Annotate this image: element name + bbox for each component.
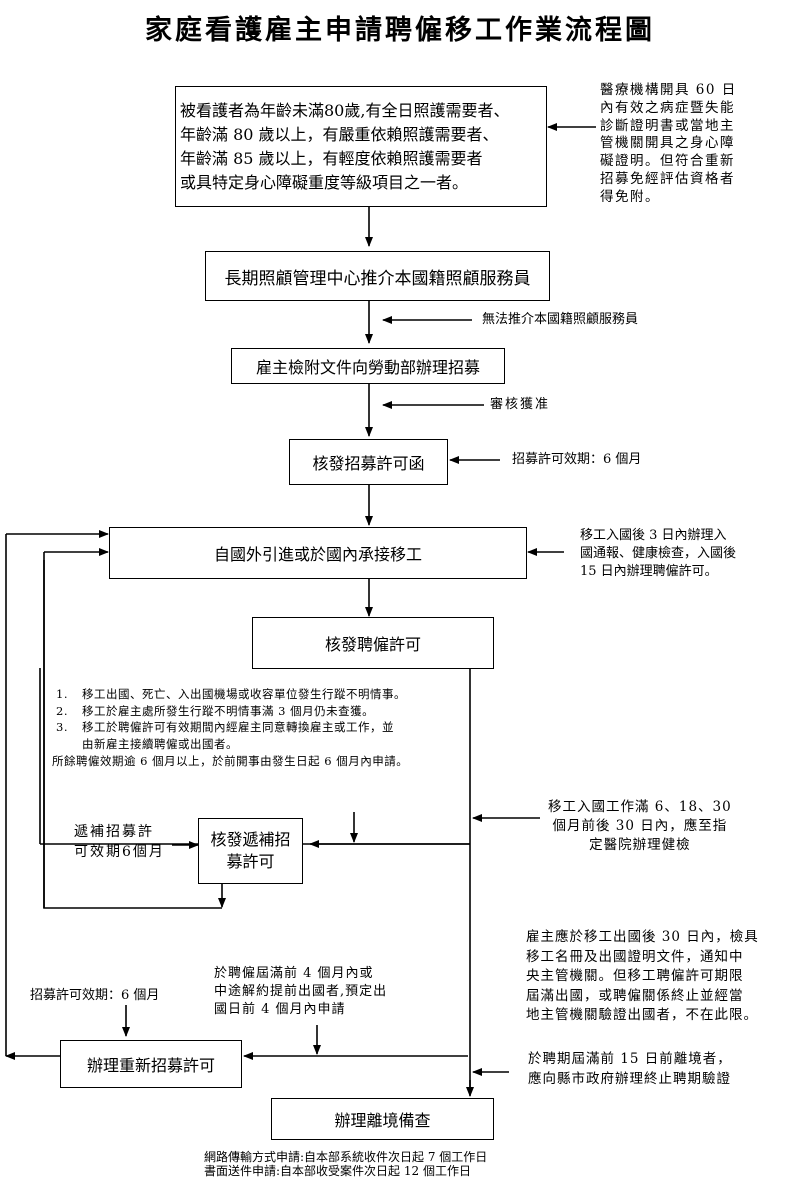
text-line: 應向縣市政府辦理終止聘期驗證 [528,1070,731,1087]
text-line: 被看護者為年齡未滿80歲,有全日照護需要者、 [180,100,510,120]
note-health-check: 移工入國工作滿 6、18、30 個月前後 30 日內，應至指 定醫院辦理健檢 [548,798,732,855]
text-line: 核發招募許可函 [312,454,425,473]
text-line: 屆滿出國，或聘僱關係終止並經當 [526,987,744,1004]
text-line: 移工出國、死亡、入出國機場或收容單位發生行蹤不明情事。 [82,687,406,701]
text-line: 於聘僱屆滿前 4 個月內或 [214,966,374,981]
text-line: 移工於聘僱許可有效期間內經雇主同意轉換雇主或工作，並 [82,720,394,735]
re-recruit-box: 辦理重新招募許可 [60,1040,242,1088]
text-line: 3. [56,720,68,735]
text-line: 募許可 [226,852,275,871]
text-line: 移工入國工作滿 6、18、30 [548,799,732,815]
text-line: 中途解約提前出國者,預定出 [214,984,388,1000]
text-line: 雇主應於移工出國後 30 日內，檢具 [526,929,759,945]
note-after-entry: 移工入國後 3 日內辦理入 國通報、健康檢查，入國後 15 日內辦理聘僱許可。 [580,527,736,582]
text-line: 網路傳輸方式申請:自本部系統收件次日起 7 個工作日 [204,1150,488,1164]
note-four-months: 於聘僱屆滿前 4 個月內或 中途解約提前出國者,預定出 國日前 4 個月內申請 [214,965,387,1020]
text-line: 或具特定身心障礙重度等級項目之一者。 [180,172,469,192]
text-line: 自國外引進或於國內承接移工 [213,545,422,564]
text-line: 定醫院辦理健檢 [589,836,691,853]
text-line: 於聘期屆滿前 15 日前離境者， [528,1051,732,1067]
text-line: 辦理離境備查 [334,1111,431,1130]
text-line: 年齡滿 85 歲以上，有輕度依賴照護需要者 [180,148,483,168]
text-line: 招募免經評估資格者 [600,171,735,188]
text-line: 醫療機構開具 60 日 [600,82,737,98]
employ-permit-box: 核發聘僱許可 [252,617,494,669]
text-line: 管機關開具之身心障 [600,135,735,152]
text-line: 書面送件申請:自本部收受案件次日起 12 個工作日 [204,1164,471,1179]
note-conditions: 1. 移工出國、死亡、入出國機場或收容單位發生行蹤不明情事。 2. 移工於雇主處所發… [52,686,408,769]
text-line: 國通報、健康檢查，入國後 [580,546,737,562]
text-line: 雇主檢附文件向勞動部辦理招募 [255,358,480,377]
text-line: 礙證明。但符合重新 [600,153,735,170]
note-replacement-validity: 遞補招募許 可效期6個月 [74,823,165,862]
note-recruit-validity: 招募許可效期：6 個月 [512,452,642,467]
text-line: 地主管機關驗證出國者，不在此限。 [526,1007,758,1024]
text-line: 辦理重新招募許可 [86,1056,215,1075]
note-medical-certificate: 醫療機構開具 60 日 內有效之病症暨失能 診斷證明書或當地主 管機關開具之身心… [600,82,737,207]
note-no-referral: 無法推介本國籍照顧服務員 [482,312,639,327]
text-line: 核發遞補招 [210,830,291,850]
text-line: 可效期6個月 [74,843,165,860]
condition-1: 1. 移工出國、死亡、入出國機場或收容單位發生行蹤不明情事。 [56,686,408,703]
conditions-footer: 所餘聘僱效期逾 6 個月以上，於前開事由發生日起 6 個月內申請。 [52,753,409,768]
condition-3: 3. 移工於聘僱許可有效期間內經雇主同意轉換雇主或工作，並 [56,719,408,736]
note-early-leave: 於聘期屆滿前 15 日前離境者， 應向縣市政府辦理終止聘期驗證 [528,1050,732,1089]
eligibility-box: 被看護者為年齡未滿80歲,有全日照護需要者、 年齡滿 80 歲以上，有嚴重依賴照… [175,86,547,207]
replacement-permit-box: 核發遞補招 募許可 [198,818,303,884]
departure-box: 辦理離境備查 [271,1098,494,1140]
text-line: 央主管機關。但移工聘僱許可期限 [526,968,744,985]
ltc-center-box: 長期照顧管理中心推介本國籍照顧服務員 [205,251,550,301]
note-rerecruit-validity: 招募許可效期：6 個月 [30,988,160,1003]
text-line: 診斷證明書或當地主 [600,117,735,134]
recruit-letter-box: 核發招募許可函 [289,439,448,485]
condition-2: 2. 移工於雇主處所發生行蹤不明情事滿 3 個月仍未查獲。 [56,703,408,720]
text-line: 移工名冊及出國證明文件，通知中 [526,948,744,965]
import-worker-box: 自國外引進或於國內承接移工 [109,527,527,579]
text-line: 遞補招募許 [74,824,154,840]
note-employer-notify: 雇主應於移工出國後 30 日內，檢具 移工名冊及出國證明文件，通知中 央主管機關… [526,928,759,1026]
text-line: 得免附。 [600,188,660,205]
text-line: 1. [56,687,68,701]
condition-3-cont: 由新雇主接續聘僱或出國者。 [56,736,408,753]
apply-recruit-box: 雇主檢附文件向勞動部辦理招募 [231,348,505,384]
text-line: 由新雇主接續聘僱或出國者。 [82,737,238,752]
text-line: 核發聘僱許可 [324,635,421,654]
text-line: 國日前 4 個月內申請 [214,1002,346,1018]
text-line: 內有效之病症暨失能 [600,99,735,116]
text-line: 長期照顧管理中心推介本國籍照顧服務員 [224,268,531,289]
text-line: 個月前後 30 日內，應至指 [552,817,728,834]
text-line: 移工入國後 3 日內辦理入 [580,528,727,543]
text-line: 15 日內辦理聘僱許可。 [580,564,718,580]
text-line: 移工於雇主處所發生行蹤不明情事滿 3 個月仍未查獲。 [82,703,375,718]
page-title: 家庭看護雇主申請聘僱移工作業流程圖 [145,15,655,46]
text-line: 2. [56,703,68,718]
note-processing-time: 網路傳輸方式申請:自本部系統收件次日起 7 個工作日 書面送件申請:自本部收受案… [204,1150,487,1179]
text-line: 年齡滿 80 歲以上，有嚴重依賴照護需要者、 [180,124,499,144]
note-approved: 審核獲准 [490,397,551,412]
